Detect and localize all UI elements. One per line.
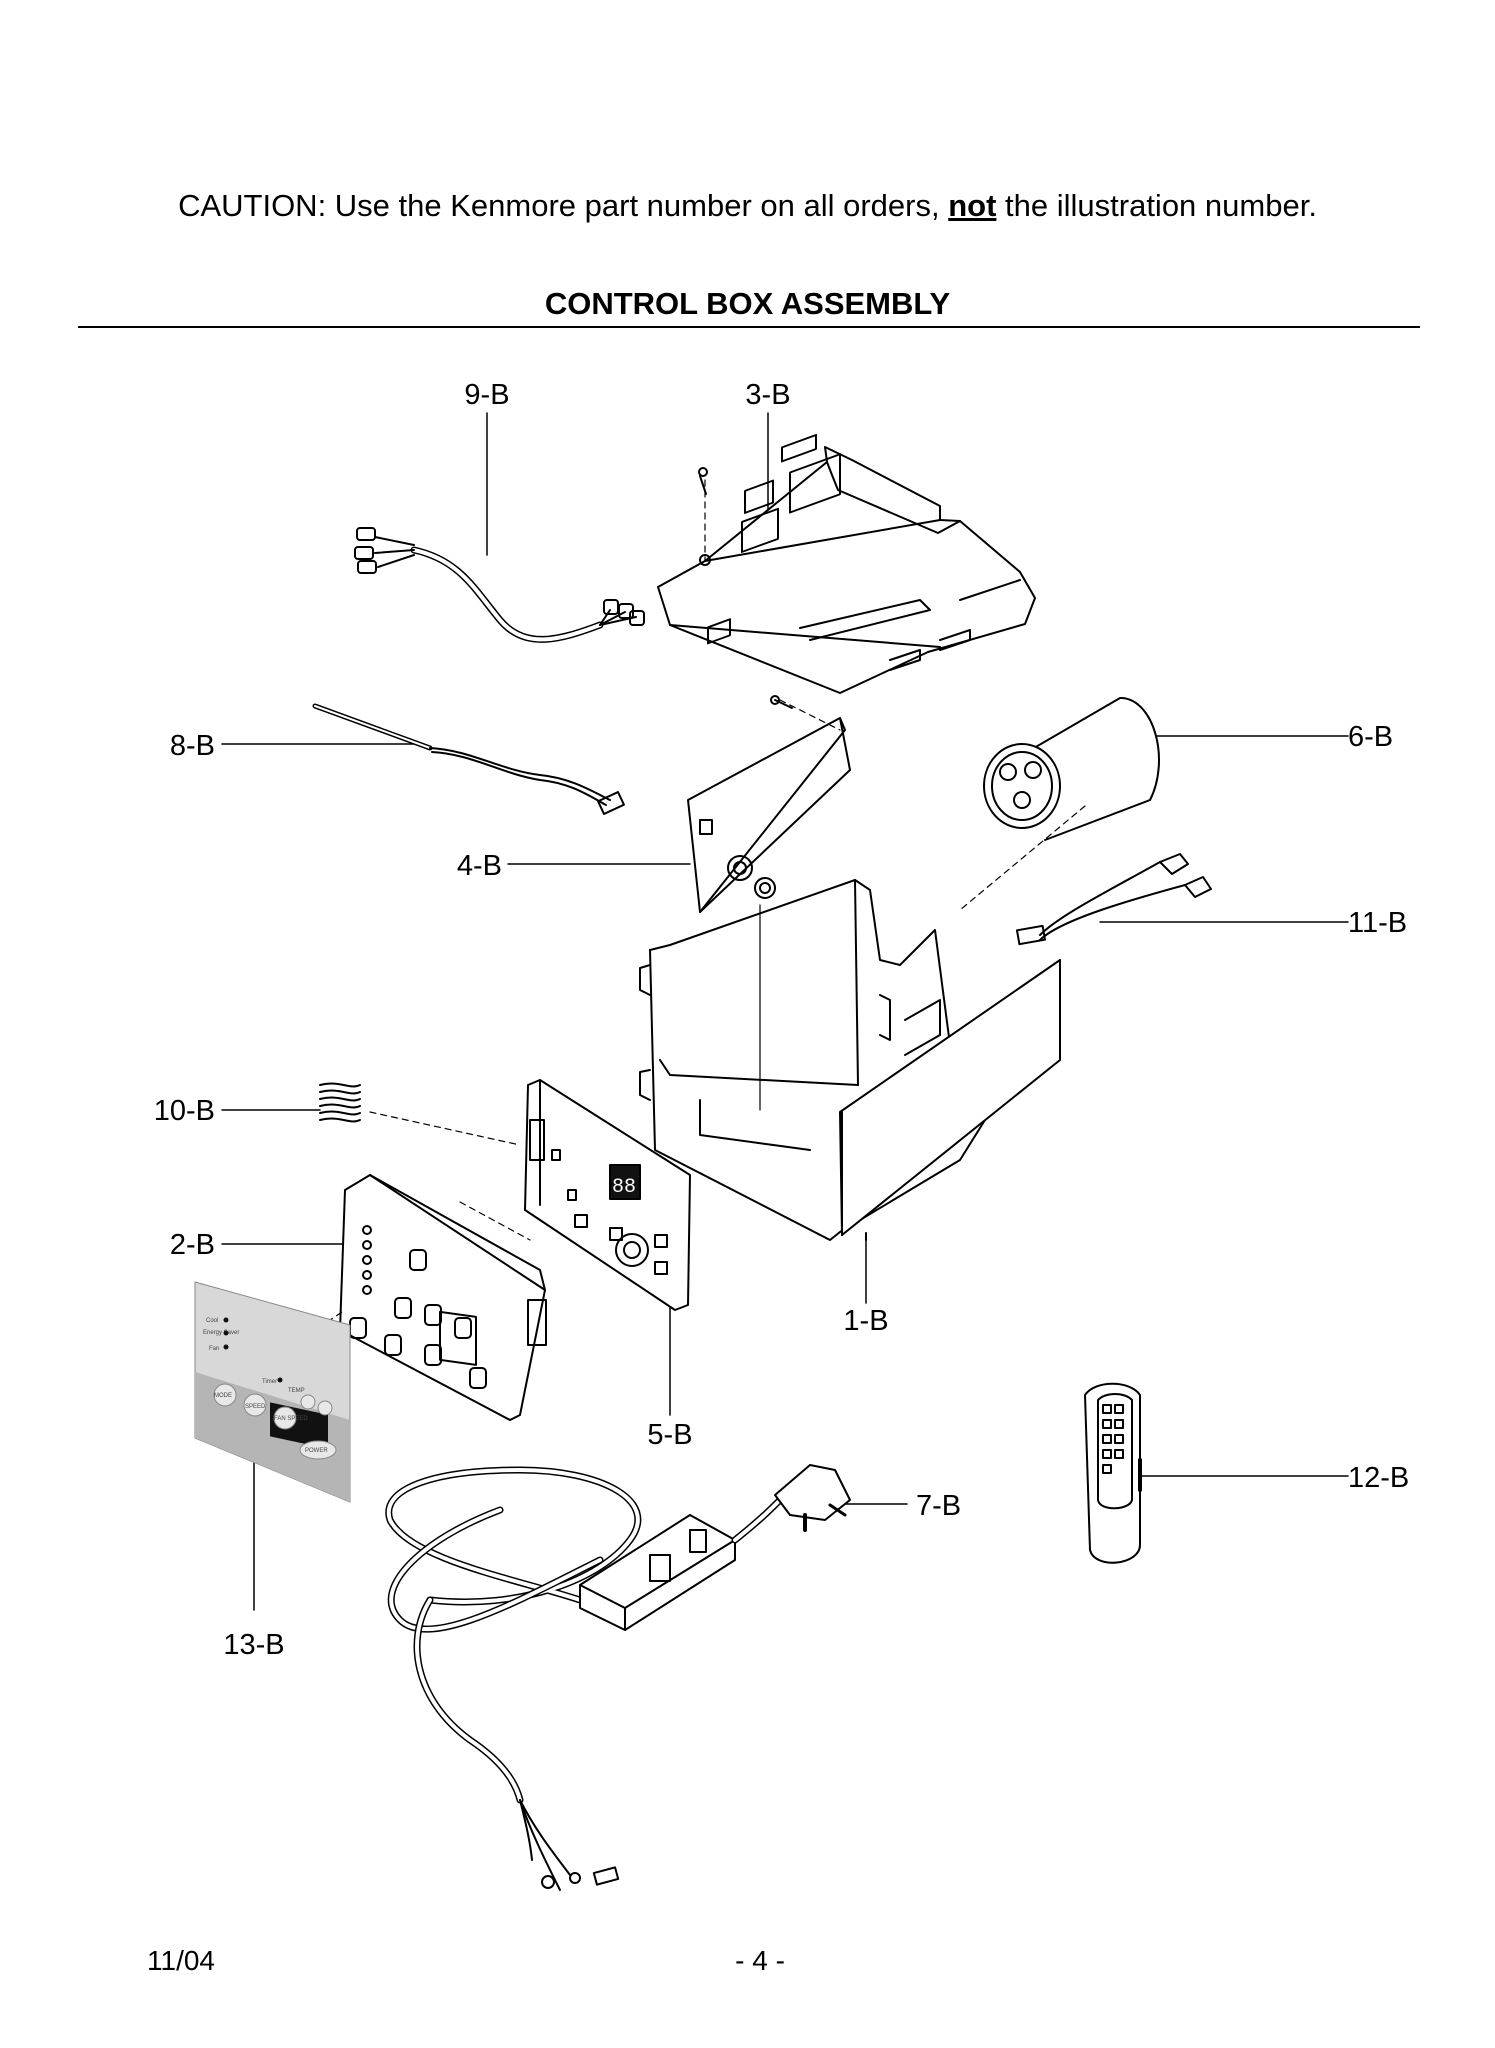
overlay-label-mode: MODE — [214, 1393, 232, 1399]
display-pcb-5b: 88 — [524, 1079, 691, 1311]
callout-10b: 10-B — [154, 1095, 215, 1127]
wire-harness-9b — [354, 527, 645, 643]
power-cord-7b — [385, 1464, 851, 1891]
capacitor-6b — [959, 696, 1160, 911]
control-panel-frame-2b — [299, 1174, 547, 1421]
title-divider — [78, 326, 1420, 328]
callout-12b: 12-B — [1348, 1462, 1409, 1494]
ribbon-cable-10b — [319, 1082, 521, 1146]
overlay-label-power: POWER — [305, 1448, 328, 1454]
footer-page-number: - 4 - — [735, 1945, 785, 1976]
leader-lines — [221, 412, 1349, 1611]
callout-11b: 11-B — [1348, 907, 1407, 939]
overlay-label-timer: Timer — [262, 1379, 277, 1385]
overlay-label-temp: TEMP — [288, 1388, 305, 1394]
callout-7b: 7-B — [916, 1490, 961, 1522]
overlay-label-cool: Cool — [206, 1318, 218, 1324]
callout-3b: 3-B — [745, 379, 790, 411]
section-title: CONTROL BOX ASSEMBLY — [544, 286, 951, 321]
thermistor-8b — [312, 703, 625, 815]
overlay-label-energy-saver: Energy Saver — [203, 1330, 239, 1336]
callout-1b: 1-B — [843, 1305, 888, 1337]
overlay-label-speed: SPEED — [245, 1404, 266, 1410]
callout-13b: 13-B — [223, 1629, 284, 1661]
overlay-label-fan: Fan — [209, 1346, 219, 1352]
caution-emphasis: not — [948, 188, 997, 223]
callout-6b: 6-B — [1348, 721, 1393, 753]
caution-notice: CAUTION: Use the Kenmore part number on … — [0, 188, 1495, 224]
callout-4b: 4-B — [457, 850, 502, 882]
footer-date: 11/04 — [147, 1945, 215, 1976]
svg-text:88: 88 — [612, 1176, 636, 1199]
caution-suffix: the illustration number. — [996, 188, 1317, 223]
capacitor-wires-11b — [1015, 853, 1212, 946]
callout-2b: 2-B — [170, 1229, 215, 1261]
caution-prefix: CAUTION: Use the Kenmore part number on … — [178, 188, 949, 223]
control-box-cover-3b — [657, 446, 1036, 694]
callout-9b: 9-B — [464, 379, 509, 411]
control-box-housing-1b — [639, 879, 1061, 1241]
callout-5b: 5-B — [647, 1419, 692, 1451]
main-pcb-4b — [687, 433, 851, 913]
callout-8b: 8-B — [170, 730, 215, 762]
overlay-label-fan-speed: FAN SPEED — [274, 1416, 308, 1422]
remote-control-12b — [1084, 1382, 1142, 1564]
control-panel-overlay-13b: Cool Energy Saver Fan Timer TEMP MODE SP… — [194, 1281, 351, 1503]
